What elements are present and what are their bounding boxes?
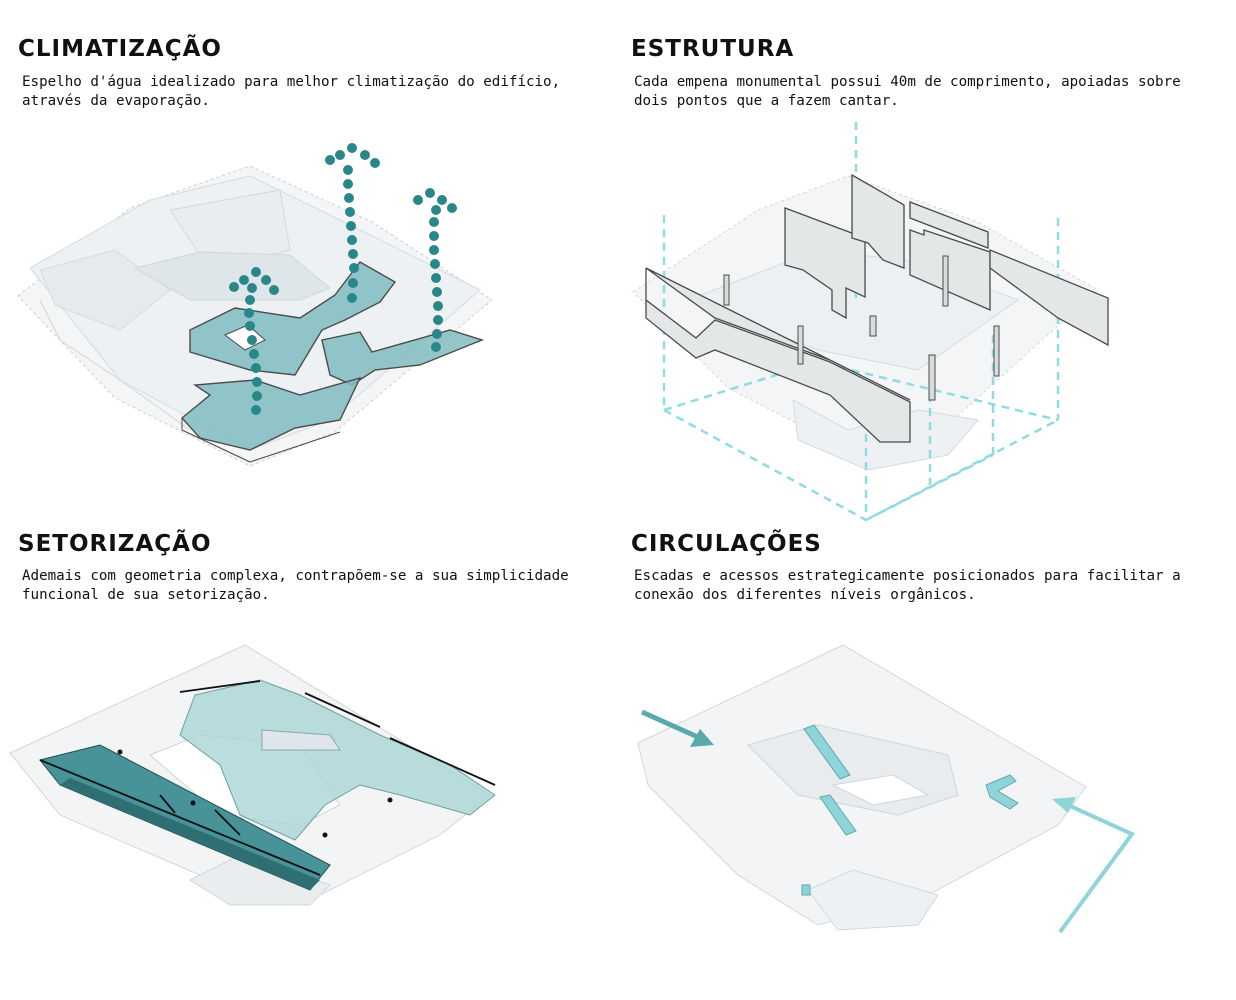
panel-title: SETORIZAÇÃO [18,531,212,557]
building-massing [637,644,1087,931]
panel-description: Escadas e acessos estrategicamente posic… [634,568,1181,603]
panel-description: Cada empena monumental possui 40m de com… [634,74,1181,109]
sector-areas [39,679,496,891]
panel-climatizacao: CLIMATIZAÇÃO Espelho d'água idealizado p… [0,0,600,490]
climatization-diagram [17,143,493,467]
evaporation-dots [229,143,457,415]
structure-diagram [632,122,1109,522]
panel-description: Ademais com geometria complexa, contrapõ… [22,568,569,603]
panel-circulacoes: CIRCULAÇÕES Escadas e acessos estrategic… [618,495,1218,985]
sector-markers [117,749,393,838]
water-mirror [180,261,485,463]
access-arrows [640,709,1136,934]
circulation-diagram [637,644,1136,934]
sector-lines [39,680,496,876]
monumental-walls [645,173,1109,443]
panel-title: CIRCULAÇÕES [631,531,822,557]
stair-elements [801,724,1019,896]
support-pillars [723,255,1000,401]
panel-title: ESTRUTURA [631,36,795,62]
panel-description: Espelho d'água idealizado para melhor cl… [22,74,561,109]
sectorization-diagram [9,644,496,906]
panel-title: CLIMATIZAÇÃO [18,36,222,62]
panel-estrutura: ESTRUTURA Cada empena monumental possui … [618,0,1218,522]
panel-setorizacao: SETORIZAÇÃO Ademais com geometria comple… [0,495,600,985]
